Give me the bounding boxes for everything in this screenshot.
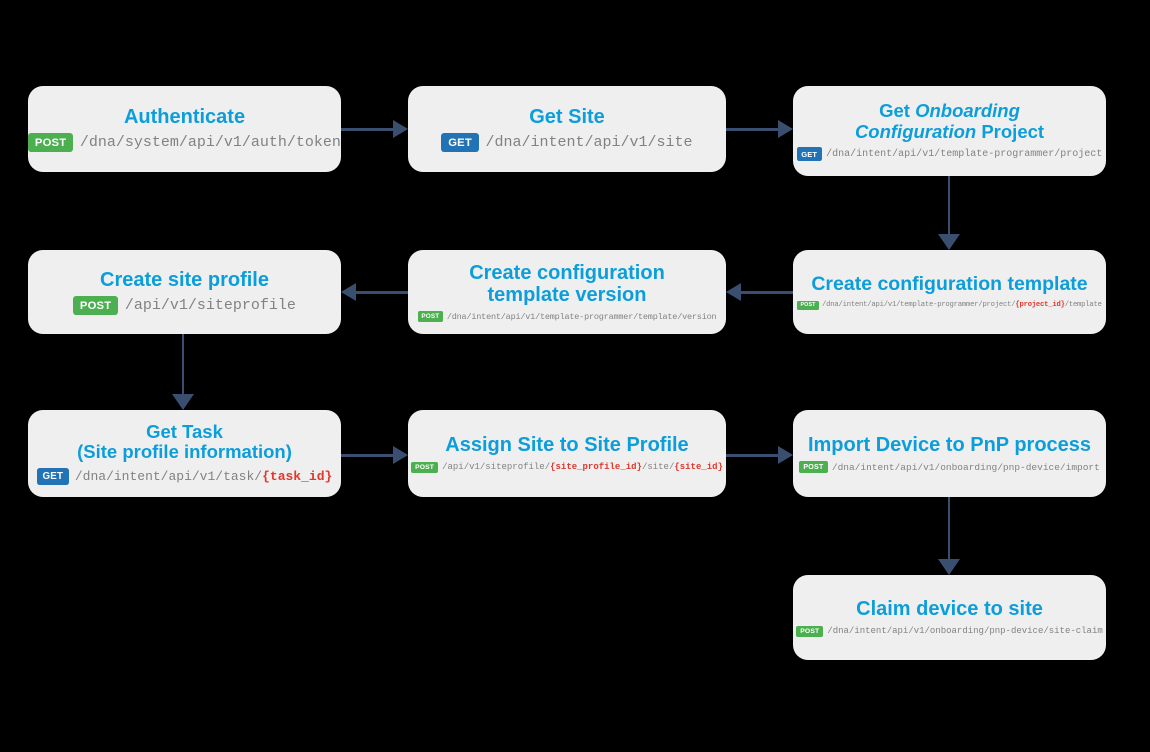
arrow-create-site-profile-to-get-task [172,334,194,410]
node-title: Authenticate [123,105,246,128]
method-badge: GET [36,468,70,486]
arrow-create-configuration-template-version-to-create-site-profile [341,283,408,301]
arrow-import-device-to-pnp-process-to-claim-device-to-site [938,497,960,575]
node-claim-device-to-site: Claim device to site POST /dna/intent/ap… [793,575,1106,660]
api-row: POST /dna/intent/api/v1/onboarding/pnp-d… [796,625,1103,637]
node-get-task: Get Task(Site profile information) GET /… [28,410,341,497]
arrow-create-configuration-template-to-create-configuration-template-version [726,283,793,301]
node-import-device-to-pnp-process: Import Device to PnP process POST /dna/i… [793,410,1106,497]
api-row: POST /dna/intent/api/v1/onboarding/pnp-d… [799,460,1100,474]
api-row: GET /dna/intent/api/v1/template-programm… [796,147,1103,162]
node-title: Get Task(Site profile information) [77,420,292,463]
node-assign-site-to-site-profile: Assign Site to Site Profile POST /api/v1… [408,410,726,497]
method-badge: POST [411,461,439,473]
node-title: Assign Site to Site Profile [445,434,689,457]
api-path: /dna/intent/api/v1/template-programmer/p… [826,148,1103,160]
api-row: POST /api/v1/siteprofile/{site_profile_i… [411,461,723,473]
node-create-site-profile: Create site profile POST /api/v1/sitepro… [28,250,341,334]
node-authenticate: Authenticate POST /dna/system/api/v1/aut… [28,86,341,172]
method-badge: GET [441,133,479,153]
node-title: Get Site [529,105,605,128]
node-title: Create configuration template [811,272,1088,295]
api-path: /dna/intent/api/v1/task/{task_id} [74,469,333,485]
arrow-get-onboarding-configuration-project-to-create-configuration-template [938,176,960,250]
api-row: GET /dna/intent/api/v1/site [441,133,693,153]
api-row: POST /dna/intent/api/v1/template-program… [417,311,717,323]
arrow-get-site-to-get-onboarding-configuration-project [726,120,793,138]
node-title: Create site profile [100,268,269,291]
api-path: /dna/intent/api/v1/onboarding/pnp-device… [827,626,1103,637]
node-title: Claim device to site [856,598,1043,621]
api-row: POST /dna/system/api/v1/auth/token [28,133,341,153]
node-create-configuration-template: Create configuration template POST /dna/… [793,250,1106,334]
api-path: /dna/intent/api/v1/template-programmer/p… [822,301,1102,310]
api-row: GET /dna/intent/api/v1/task/{task_id} [36,468,333,486]
api-path: /dna/intent/api/v1/template-programmer/t… [446,311,717,322]
method-badge: POST [417,311,444,323]
api-path: /dna/intent/api/v1/onboarding/pnp-device… [831,461,1100,473]
api-row: POST /api/v1/siteprofile [73,296,296,316]
method-badge: POST [796,625,824,637]
method-badge: POST [28,133,74,153]
api-row: POST /dna/intent/api/v1/template-program… [797,300,1102,311]
api-path: /dna/intent/api/v1/site [485,134,693,152]
node-title: Import Device to PnP process [807,433,1092,456]
arrow-authenticate-to-get-site [341,120,408,138]
method-badge: POST [797,300,819,311]
api-path: /dna/system/api/v1/auth/token [79,134,341,152]
method-badge: POST [73,296,119,316]
arrow-get-task-to-assign-site-to-site-profile [341,446,408,464]
api-path: /api/v1/siteprofile/{site_profile_id}/si… [442,462,723,473]
method-badge: GET [796,147,822,162]
arrow-assign-site-to-site-profile-to-import-device-to-pnp-process [726,446,793,464]
api-path: /api/v1/siteprofile [124,297,296,315]
node-get-site: Get Site GET /dna/intent/api/v1/site [408,86,726,172]
method-badge: POST [799,460,828,474]
